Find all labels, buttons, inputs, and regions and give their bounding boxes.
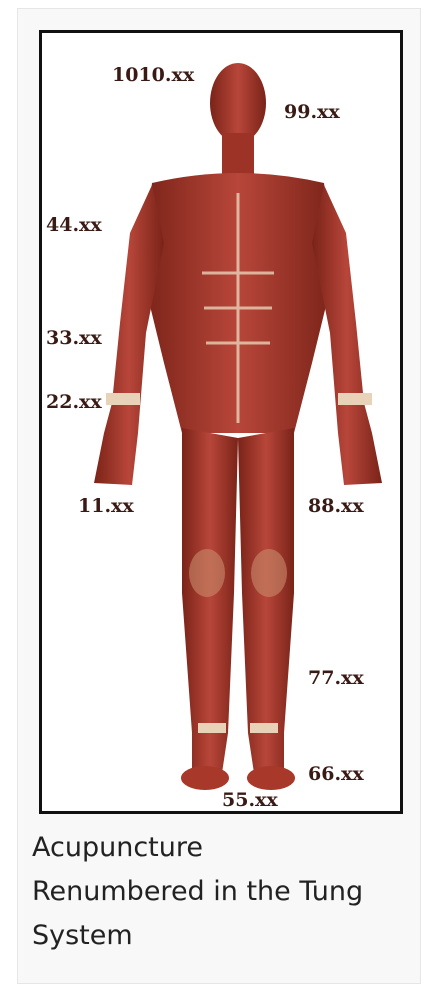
label-forearm: 33.xx bbox=[46, 327, 102, 349]
label-fingers: 11.xx bbox=[78, 495, 134, 517]
label-lower-leg: 77.xx bbox=[308, 667, 364, 689]
muscle-anatomy-illustration bbox=[42, 33, 400, 811]
label-foot: 55.xx bbox=[222, 789, 278, 811]
left-arm bbox=[94, 185, 164, 485]
figure-caption: Acupuncture Renumbered in the Tung Syste… bbox=[32, 826, 412, 958]
right-wrist-band bbox=[338, 393, 372, 405]
left-ankle-band bbox=[198, 723, 226, 733]
left-foot bbox=[181, 766, 229, 790]
caption-line-2: Renumbered in the Tung bbox=[32, 870, 412, 914]
left-knee bbox=[189, 549, 225, 597]
caption-line-1: Acupuncture bbox=[32, 826, 412, 870]
right-foot bbox=[247, 766, 295, 790]
left-leg bbox=[182, 428, 238, 773]
anatomy-figure-frame: 1010.xx 99.xx 44.xx 33.xx 22.xx 11.xx 88… bbox=[39, 30, 403, 814]
left-wrist-band bbox=[106, 393, 140, 405]
label-upper-arm: 44.xx bbox=[46, 214, 102, 236]
right-knee bbox=[251, 549, 287, 597]
label-head: 1010.xx bbox=[112, 64, 194, 86]
label-ankle: 66.xx bbox=[308, 763, 364, 785]
right-leg bbox=[238, 428, 294, 773]
label-hand: 22.xx bbox=[46, 391, 102, 413]
caption-line-3: System bbox=[32, 914, 412, 958]
label-face: 99.xx bbox=[284, 101, 340, 123]
head bbox=[210, 63, 266, 143]
label-thigh: 88.xx bbox=[308, 495, 364, 517]
right-arm bbox=[312, 185, 382, 485]
right-ankle-band bbox=[250, 723, 278, 733]
